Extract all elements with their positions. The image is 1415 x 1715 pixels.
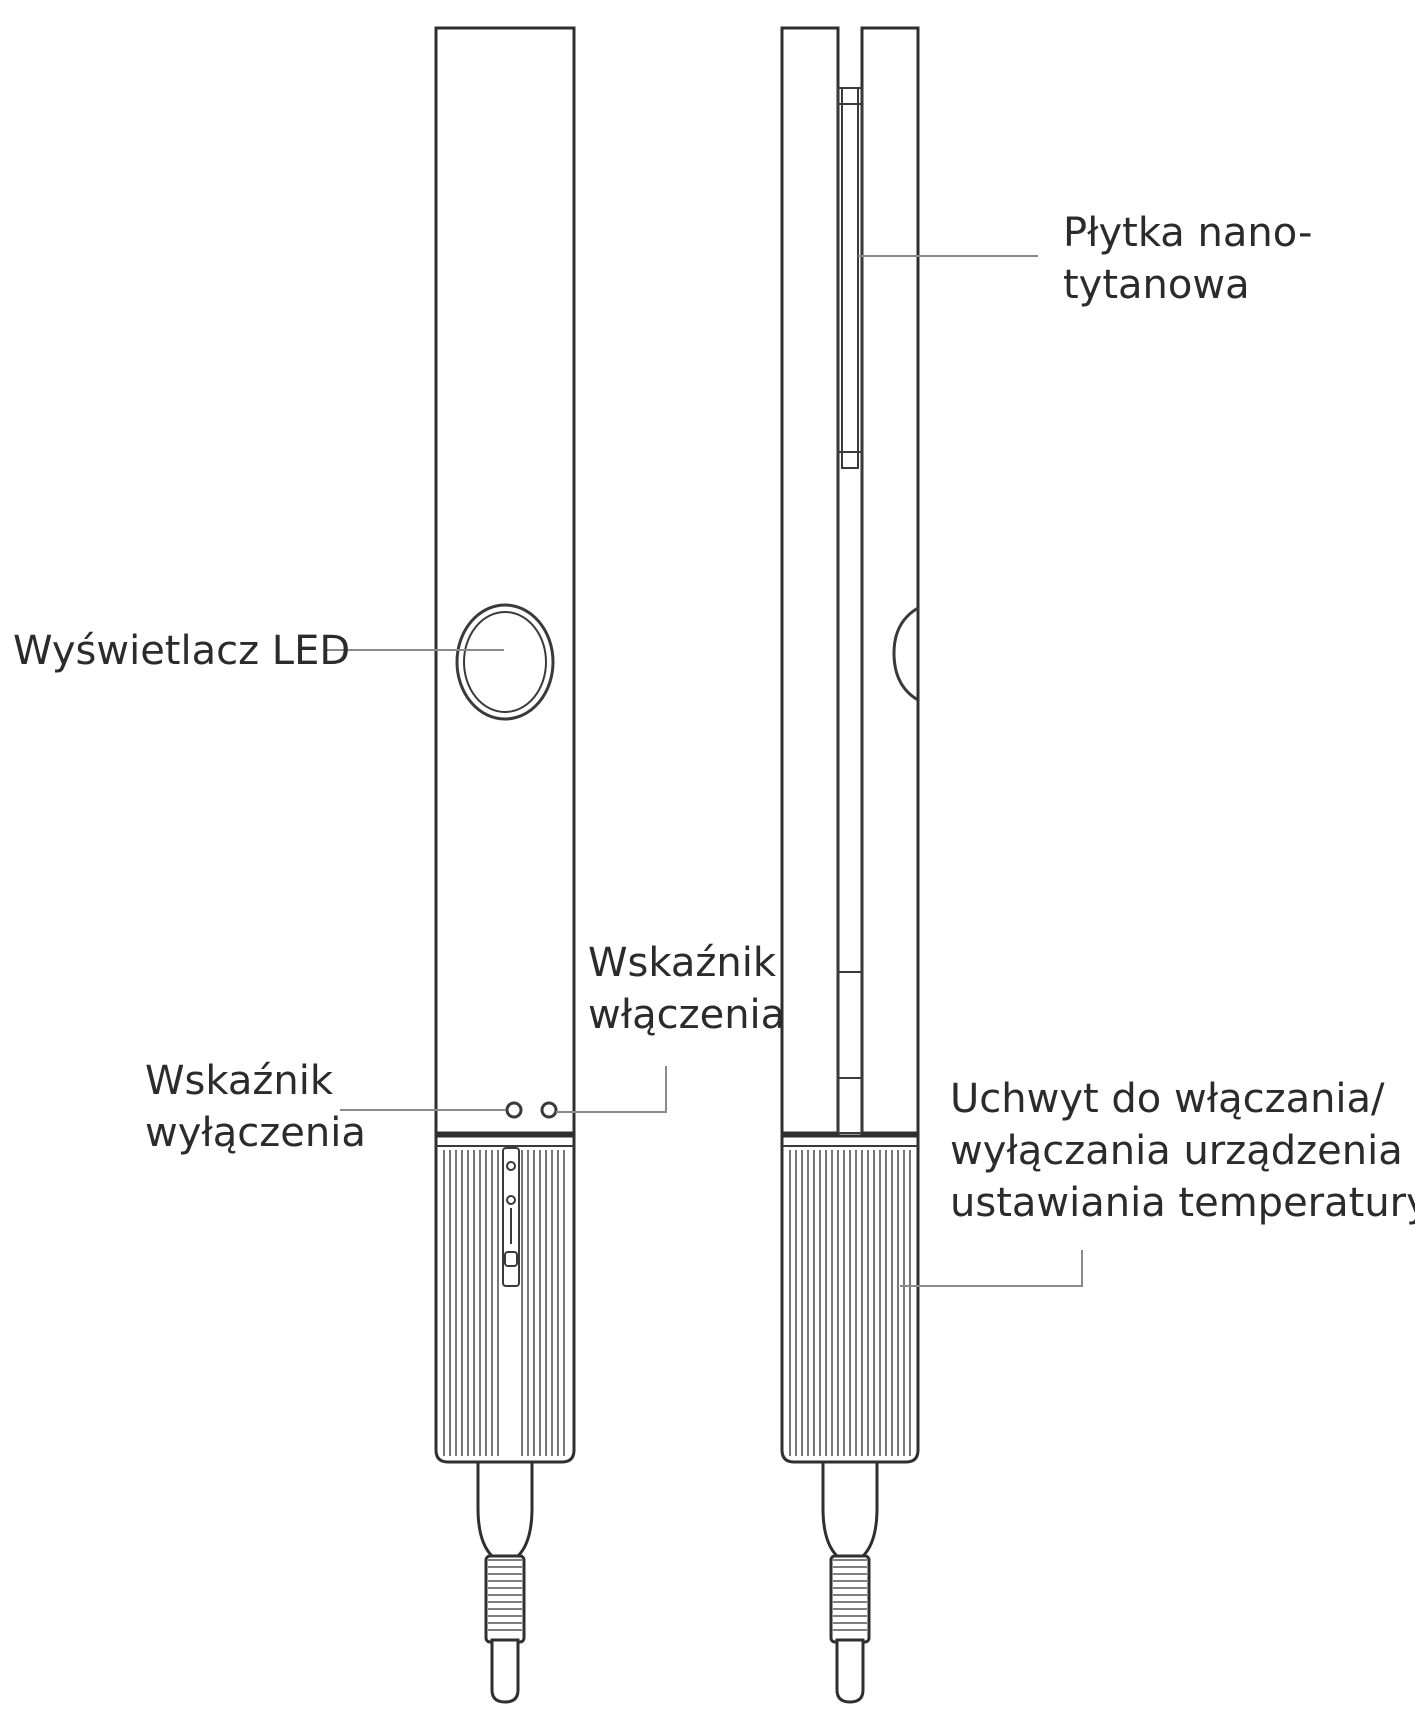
label-power-off-indicator: Wskaźnik wyłączenia <box>145 1058 366 1156</box>
front-handle-ribs <box>443 1150 565 1456</box>
power-on-indicator-dot <box>540 1101 558 1119</box>
front-view-device <box>434 26 576 1704</box>
strain-relief-outline <box>484 1554 526 1644</box>
side-handle-ribs <box>789 1150 911 1456</box>
leader-power-on <box>556 1066 667 1113</box>
side-view-device <box>780 26 920 1704</box>
leader-handle <box>900 1250 1083 1287</box>
side-body-left-arm <box>780 26 840 1135</box>
front-cord <box>490 1638 520 1704</box>
front-cord-collar <box>476 1460 534 1558</box>
led-display-ring <box>455 603 555 721</box>
side-body-right-arm <box>860 26 920 1135</box>
side-button-bump <box>892 606 919 702</box>
label-power-on-indicator: Wskaźnik włączenia <box>588 940 789 1038</box>
strain-relief-outline <box>829 1554 871 1644</box>
front-body <box>434 26 576 1135</box>
power-off-indicator-dot <box>505 1101 523 1119</box>
label-handle: Uchwyt do włączania/ wyłączania urządzen… <box>950 1076 1415 1226</box>
label-led-display: Wyświetlacz LED <box>13 628 350 674</box>
label-plate: Płytka nano- tytanowa <box>1063 210 1325 308</box>
side-cord-collar <box>821 1460 879 1558</box>
side-cord <box>835 1638 865 1704</box>
labels: Płytka nano- tytanowa Wyświetlacz LED Ws… <box>13 210 1415 1226</box>
side-cord-strain-relief <box>829 1554 871 1644</box>
front-cord-strain-relief <box>484 1554 526 1644</box>
leader-lines <box>326 255 1083 1287</box>
